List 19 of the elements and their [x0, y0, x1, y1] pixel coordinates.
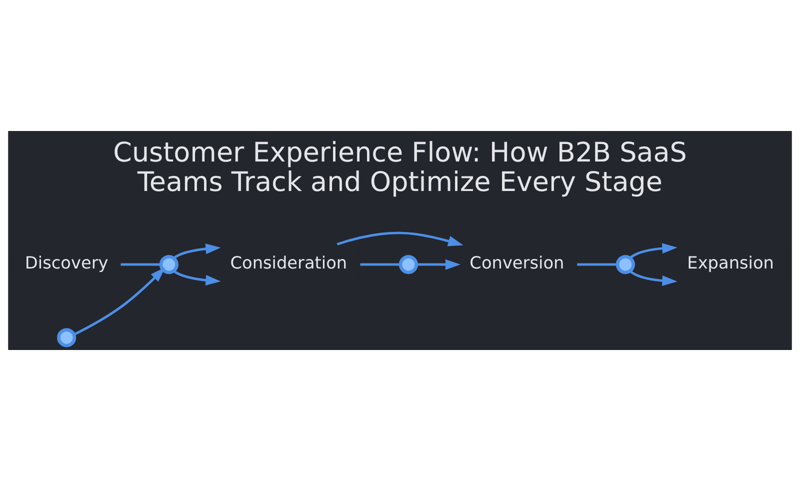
connector	[360, 262, 401, 266]
arrow	[173, 270, 221, 285]
node-text: Discovery	[24, 252, 108, 272]
diagram-title: Customer Experience Flow: How B2B SaaS Teams Track and Optimize Every Stage	[113, 137, 687, 198]
node-text: Consideration	[230, 252, 348, 272]
arrow	[336, 231, 464, 246]
node-text: Expansion	[687, 252, 774, 272]
node-circle	[398, 254, 418, 274]
arrow	[629, 270, 678, 286]
node-circle	[159, 254, 178, 274]
arrow	[629, 242, 678, 258]
node-circle	[616, 254, 636, 274]
node-circle	[57, 328, 76, 347]
arrow	[173, 243, 221, 258]
arrow	[74, 266, 166, 336]
connector	[120, 262, 161, 266]
connector	[577, 262, 618, 266]
arrow	[416, 258, 461, 270]
node-text: Conversion	[470, 252, 564, 272]
